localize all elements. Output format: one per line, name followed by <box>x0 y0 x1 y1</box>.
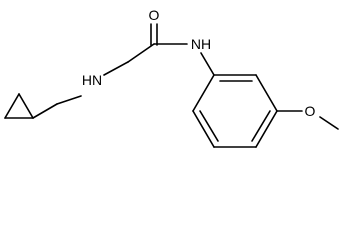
amide-nh-label: NH <box>191 36 211 52</box>
bond <box>56 95 82 105</box>
cyclopropyl-ring <box>4 93 34 119</box>
bond <box>255 74 278 112</box>
bond <box>200 52 215 76</box>
bond <box>319 116 339 130</box>
bond <box>32 103 58 119</box>
linker-chain <box>32 43 188 119</box>
bond <box>103 61 129 76</box>
bond <box>255 110 278 148</box>
carbonyl-group <box>150 23 158 46</box>
carbonyl-oxygen-label: O <box>149 7 160 23</box>
bond <box>199 110 219 142</box>
methoxy-oxygen-label: O <box>305 103 316 119</box>
bond <box>192 110 215 148</box>
bond <box>4 93 20 119</box>
amine-hn-label: HN <box>82 72 102 88</box>
bond <box>127 43 155 63</box>
chemical-structure: O NH HN O <box>4 7 339 148</box>
bond <box>18 93 34 119</box>
methoxy-group <box>276 110 339 130</box>
bond <box>192 74 215 112</box>
bond <box>251 110 271 142</box>
benzene-ring <box>192 74 278 148</box>
